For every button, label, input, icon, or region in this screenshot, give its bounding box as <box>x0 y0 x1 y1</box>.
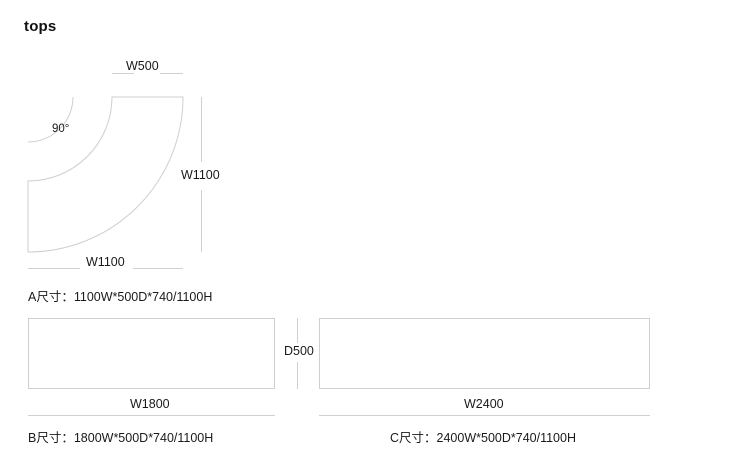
dim-line-bottom-b <box>28 415 275 416</box>
dim-line-right-lower-segment <box>201 190 202 252</box>
dim-line-bottom-c <box>319 415 650 416</box>
dim-label-w500: W500 <box>126 59 159 73</box>
dim-line-depth-lower-segment <box>297 362 298 389</box>
dim-line-bottom-right-segment <box>133 268 183 269</box>
dim-label-w2400: W2400 <box>464 397 504 411</box>
dim-line-right-upper-segment <box>201 97 202 162</box>
dim-label-w1800: W1800 <box>130 397 170 411</box>
rect-top-c <box>319 318 650 389</box>
dim-line-bottom-left-segment <box>28 268 80 269</box>
angle-arc-90 <box>27 96 74 143</box>
corner-top-outline <box>27 96 184 253</box>
dim-label-w1100-bottom: W1100 <box>86 255 125 269</box>
caption-figure-b: B尺寸：1800W*500D*740/1100H <box>28 431 214 445</box>
page-title: tops <box>24 18 57 35</box>
dim-line-top-right-segment <box>160 73 183 74</box>
corner-top-path <box>27 96 184 253</box>
dim-label-d500: D500 <box>284 344 314 358</box>
dim-line-depth-upper-segment <box>297 318 298 343</box>
dim-line-top-left-segment <box>112 73 134 74</box>
rect-top-b <box>28 318 275 389</box>
caption-figure-c: C尺寸：2400W*500D*740/1100H <box>390 431 576 445</box>
figure-a-corner-top: 90° W500 W1100 W1100 A尺寸：1100W*500D*740/… <box>0 0 260 303</box>
dim-label-w1100-right: W1100 <box>181 168 220 182</box>
caption-figure-a: A尺寸：1100W*500D*740/1100H <box>28 290 213 304</box>
angle-label-90: 90° <box>52 123 70 135</box>
